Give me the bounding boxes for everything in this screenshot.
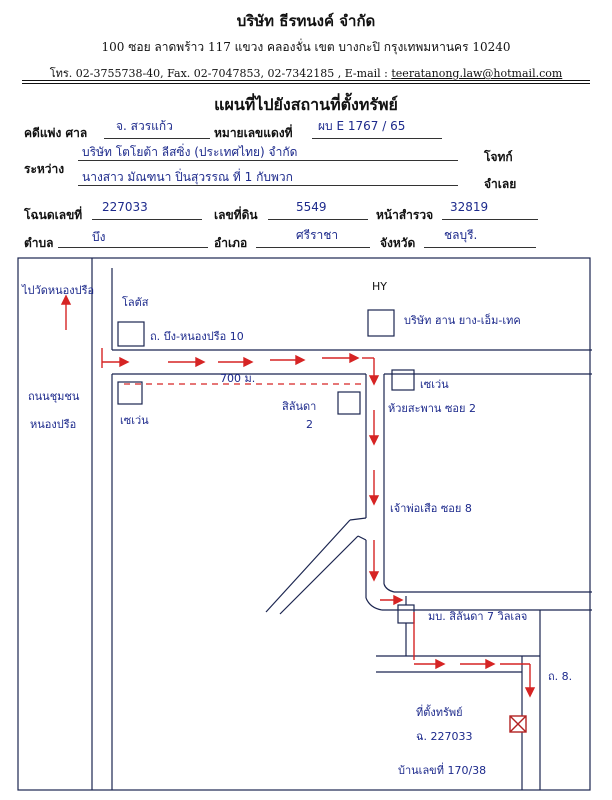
label-road-bueng: ถ. บึง-หนองปรือ 10 [150, 330, 244, 343]
black-no-underline [312, 138, 442, 139]
arrow-top-4-head [349, 352, 360, 364]
contact-info: โทร. 02-3755738-40, Fax. 02-7047853, 02-… [49, 67, 392, 80]
label-huai-soi: ห้วยสะพาน ซอย 2 [388, 402, 476, 415]
village-gate [397, 604, 415, 624]
plaintiff-value: บริษัท โตโยต้า ลีสซิ่ง (ประเทศไทย) จำกัด [82, 145, 298, 159]
deed-underline [92, 219, 202, 220]
label-7eleven-right: เซเว่น [420, 378, 449, 391]
deed-label: โฉนดเลขที่ [24, 208, 83, 222]
label-road-8: ถ. 8. [548, 670, 572, 683]
plaintiff-label: โจทก์ [484, 150, 513, 164]
arrow-top-1-head [195, 356, 206, 368]
label-hanyang-company: บริษัท ฮาน ยาง-เอ็ม-เทค [404, 313, 521, 327]
road-curve-inner [383, 583, 395, 593]
arrow-top-3-head [295, 354, 306, 366]
defendant-underline [78, 185, 458, 186]
header-divider-2 [22, 83, 590, 84]
building-hanyang [367, 309, 395, 337]
label-road-community-2: หนองปรือ [30, 418, 76, 431]
header-divider [22, 80, 590, 81]
court-underline [104, 138, 210, 139]
road-diagonal-2 [279, 535, 359, 615]
route-arrows [60, 294, 536, 698]
label-property-1: ที่ตั้งทรัพย์ [416, 704, 463, 719]
deed-value: 227033 [102, 200, 148, 214]
label-to-wat: ไปวัดหนองปรือ [21, 284, 94, 297]
court-label: คดีแพ่ง ศาล [24, 126, 88, 140]
arrow-soi8-head [524, 687, 536, 698]
arrow-top-2-head [243, 356, 254, 368]
label-silanda-1: สิลันดา [282, 400, 317, 413]
subdistrict-underline [58, 247, 208, 248]
label-property-2: ฉ. 227033 [416, 730, 472, 743]
arrow-down-1-head [368, 375, 380, 386]
black-no-label: หมายเลขแดงที่ [214, 126, 293, 140]
district-value: ศรีราชา [296, 228, 339, 242]
between-label: ระหว่าง [24, 162, 65, 176]
district-underline [256, 247, 370, 248]
label-lotus: โลตัส [122, 295, 149, 309]
label-road-community-1: ถนนชุมชน [28, 390, 80, 403]
road-diagonal-join-2 [357, 535, 367, 541]
arrow-down-2-head [368, 435, 380, 446]
building-7eleven-left [117, 381, 143, 405]
label-property-3: บ้านเลขที่ 170/38 [398, 762, 486, 777]
defendant-label: จำเลย [484, 177, 517, 191]
subdistrict-label: ตำบล [24, 236, 54, 250]
road-diagonal-1 [265, 519, 351, 613]
road-curve-outer [365, 597, 383, 611]
building-lotus [117, 321, 145, 347]
survey-label: หน้าสำรวจ [376, 208, 434, 222]
arrow-to-wat-head [60, 294, 72, 305]
label-distance: 700 ม. [220, 372, 255, 385]
subdistrict-value: บึง [92, 230, 106, 244]
province-value: ชลบุรี. [444, 228, 478, 242]
document-title: แผนที่ไปยังสถานที่ตั้งทรัพย์ [214, 95, 398, 114]
building-silanda [337, 391, 361, 415]
black-no-value: ผบ E 1767 / 65 [318, 119, 406, 133]
label-hy: HY [372, 280, 387, 293]
label-chao-soi: เจ้าพ่อเสือ ซอย 8 [390, 502, 472, 515]
land-no-label: เลขที่ดิน [214, 208, 258, 222]
arrow-start-head [119, 356, 130, 368]
arrow-down-3-head [368, 495, 380, 506]
court-value: จ. สวรแก้ว [116, 119, 173, 133]
survey-value: 32819 [450, 200, 489, 214]
arrow-inner-2-head [485, 658, 496, 670]
road-diagonal-join-1 [349, 517, 367, 521]
company-name: บริษัท ธีรทนงค์ จำกัด [236, 12, 376, 30]
province-label: จังหวัด [380, 236, 416, 250]
email-link[interactable]: teeratanong.law@hotmail.com [391, 67, 563, 80]
defendant-value: นางสาว มัณฑนา ปิ่นสุวรรณ ที่ 1 กับพวก [82, 170, 293, 184]
company-contact: โทร. 02-3755738-40, Fax. 02-7047853, 02-… [0, 64, 612, 82]
arrow-inner-1-head [435, 658, 446, 670]
arrow-down-4-head [368, 571, 380, 582]
survey-underline [442, 219, 538, 220]
province-underline [424, 247, 536, 248]
label-silanda-2: 2 [306, 418, 313, 431]
label-village: มบ. สิลันดา 7 วิลเลจ [428, 610, 527, 623]
land-no-underline [268, 219, 368, 220]
map-border [17, 257, 591, 791]
district-label: อำเภอ [214, 236, 248, 250]
company-address: 100 ซอย ลาดพร้าว 117 แขวง คลองจั่น เขต บ… [101, 40, 511, 54]
land-no-value: 5549 [296, 200, 327, 214]
building-7eleven-right [391, 369, 415, 391]
plaintiff-underline [78, 160, 458, 161]
property-marker-x2 [509, 715, 527, 733]
arrow-village-head [393, 594, 404, 606]
label-7eleven-left: เซเว่น [120, 414, 149, 427]
